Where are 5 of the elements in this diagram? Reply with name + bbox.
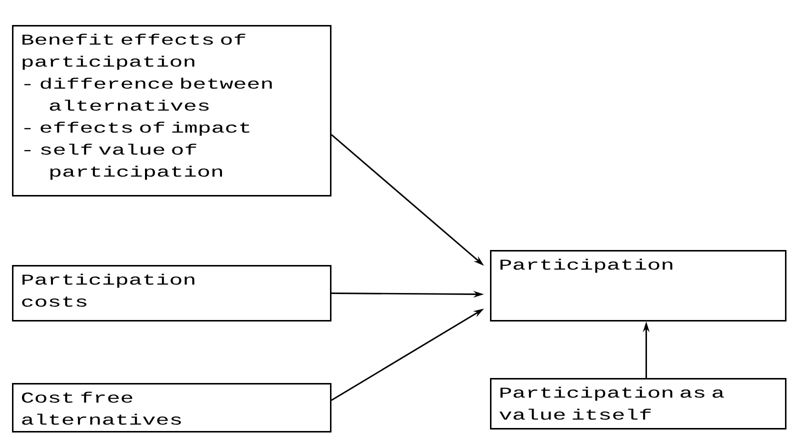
text-box: Cost free alternatives bbox=[12, 382, 332, 432]
text-box: Participation costs bbox=[12, 265, 332, 322]
text-box: Participation bbox=[490, 250, 786, 322]
text-box: Participation as a value itself bbox=[490, 378, 786, 430]
text-box: Benefit effects of participation - difference between alternatives - effects of impact - self value of participation bbox=[12, 25, 332, 196]
